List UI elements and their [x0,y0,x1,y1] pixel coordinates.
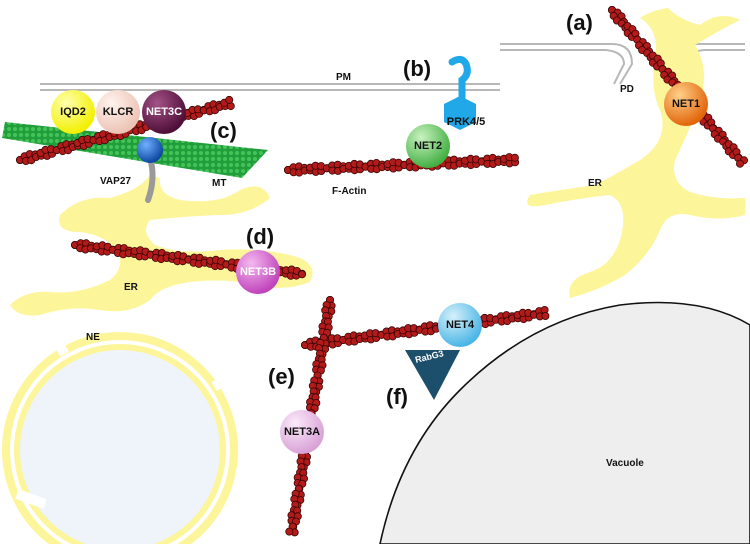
microtubule [2,122,268,178]
panel-a-label: (a) [566,10,593,35]
net2-label: NET2 [414,140,442,152]
actin-filament-b [283,153,520,177]
net3a-sphere [280,410,324,454]
rabg3-protein [405,350,460,400]
ne-label: NE [86,332,100,343]
prk-label: PRK4/5 [447,116,486,128]
iqd2-sphere [51,90,95,134]
prk-protein [444,55,476,130]
net4-label: NET4 [446,319,475,331]
er-network-left [10,175,313,316]
nucleus [2,325,243,544]
vap27 [137,137,163,203]
actin-filament-e [300,305,550,351]
panel-d-label: (d) [246,224,274,249]
net2-sphere [406,124,450,168]
panel-e-label: (e) [268,364,295,389]
mt-label: MT [212,178,226,189]
net3b-label: NET3B [240,266,276,278]
net3a-label: NET3A [284,426,320,438]
net1-label: NET1 [672,98,700,110]
er-network-right [527,8,745,298]
net1-sphere [664,82,708,126]
panel-c-label: (c) [210,118,237,143]
pd-label: PD [620,84,634,95]
net3c-label: NET3C [146,106,182,118]
net4-sphere [438,303,482,347]
net3c-sphere [142,90,186,134]
pm-label: PM [336,72,351,83]
er-label-right: ER [588,178,603,189]
iqd2-label: IQD2 [60,106,86,118]
f-actin-label: F-Actin [332,186,366,197]
vacuole [379,301,750,544]
panel-f-label: (f) [386,384,408,409]
klcr-sphere [96,90,140,134]
vap27-label: VAP27 [100,176,131,187]
panel-b-label: (b) [403,56,431,81]
net3b-sphere [236,250,280,294]
er-label-left: ER [124,282,139,293]
klcr-label: KLCR [103,106,134,118]
vacuole-label: Vacuole [606,458,644,469]
